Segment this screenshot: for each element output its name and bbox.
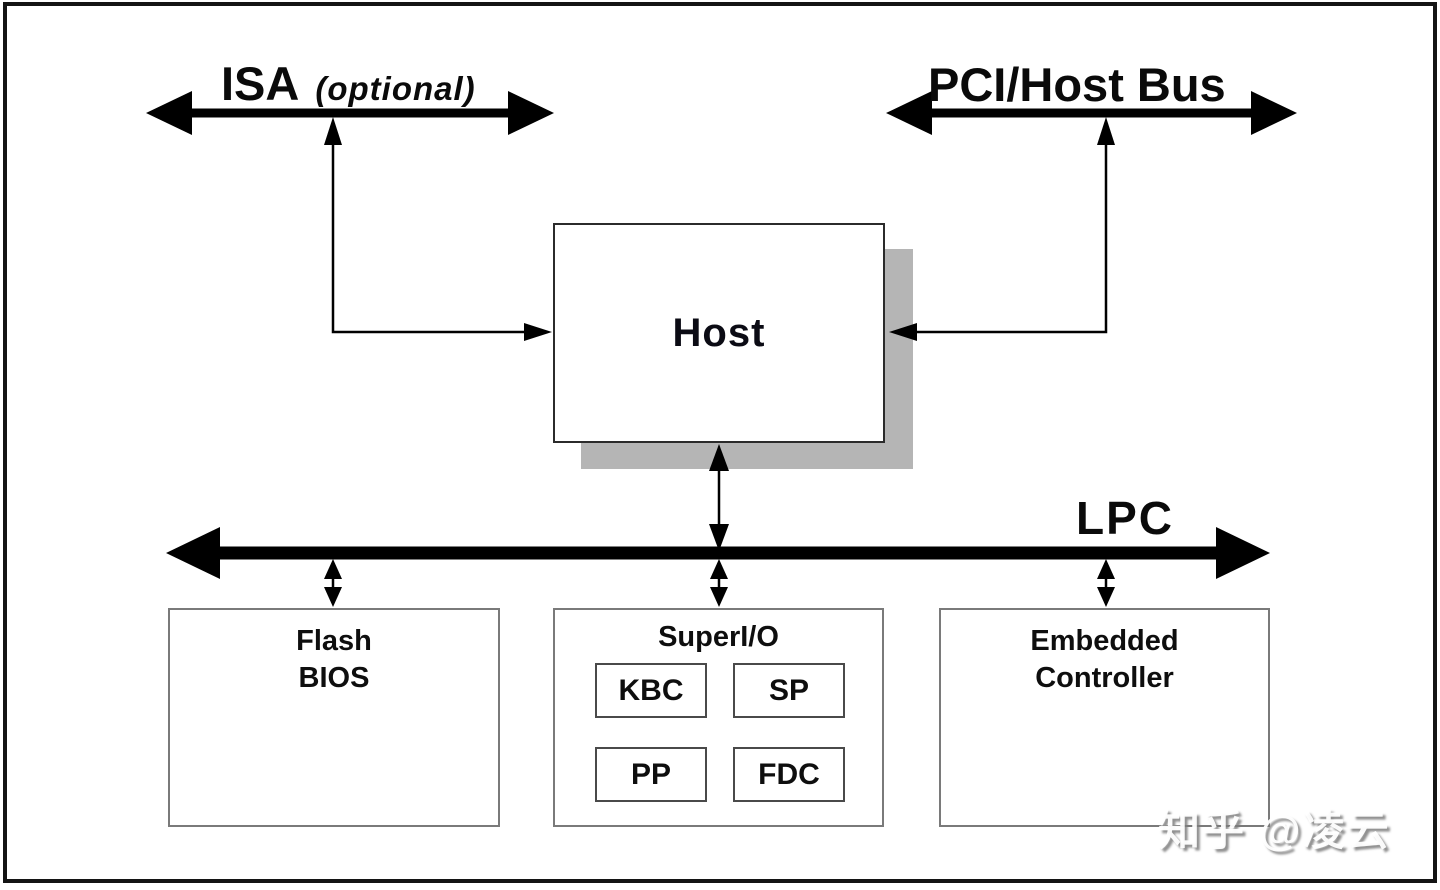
flash-bios-label-line2: BIOS — [298, 662, 370, 695]
pci-host-bus-label: PCI/Host Bus — [928, 58, 1226, 111]
pp-label: PP — [630, 757, 672, 791]
sp-label: SP — [768, 673, 810, 707]
watermark-text: 知乎 @凌云 — [1158, 807, 1391, 854]
kbc-label: KBC — [618, 673, 684, 707]
flash-bios-label: Flash BIOS — [170, 623, 498, 697]
embedded-controller-box: Embedded Controller — [939, 608, 1270, 827]
fdc-label: FDC — [758, 757, 820, 791]
embedded-controller-label-line1: Embedded — [1030, 625, 1179, 657]
flash-bios-label-line1: Flash — [296, 625, 372, 657]
lpc-flashbios-connector — [324, 559, 342, 607]
pci-host-connector — [889, 117, 1115, 341]
host-lpc-connector — [709, 444, 729, 551]
kbc-box: KBC — [595, 663, 707, 718]
isa-bus-arrow — [146, 91, 554, 135]
flash-bios-box: Flash BIOS — [168, 608, 500, 827]
host-box: Host — [553, 223, 885, 443]
lpc-bus-label: LPC — [1076, 492, 1174, 544]
isa-bus-label: ISA — [221, 57, 300, 110]
superio-title: SuperI/O — [658, 621, 779, 653]
isa-bus-label-group: ISA (optional) — [221, 56, 476, 111]
lpc-bus-arrow — [166, 527, 1270, 579]
lpc-ec-connector — [1097, 559, 1115, 607]
pp-box: PP — [595, 747, 707, 802]
embedded-controller-label-line2: Controller — [1035, 662, 1174, 695]
pci-bus-arrow — [886, 91, 1297, 135]
isa-optional-label: (optional) — [315, 70, 476, 107]
lpc-superio-connector — [710, 559, 728, 607]
sp-box: SP — [733, 663, 845, 718]
isa-host-connector — [324, 117, 552, 341]
embedded-controller-label: Embedded Controller — [941, 623, 1268, 697]
host-box-label: Host — [672, 310, 766, 355]
fdc-box: FDC — [733, 747, 845, 802]
